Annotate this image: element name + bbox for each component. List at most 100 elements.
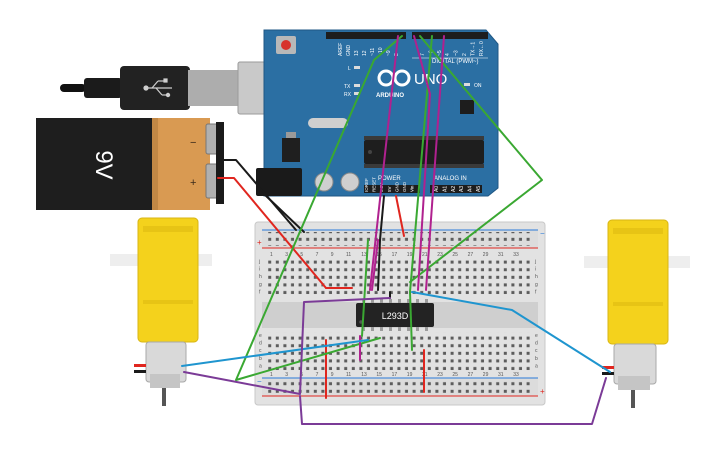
usb-cable[interactable] <box>60 61 277 115</box>
crystal <box>308 118 348 128</box>
row-letter: g <box>535 282 538 288</box>
row-letter: f <box>259 289 261 295</box>
column-number: 33 <box>513 372 519 378</box>
pin-label: ~10 <box>378 47 384 56</box>
row-letter: h <box>535 274 538 280</box>
row-letter: h <box>259 274 262 280</box>
wire-green-pin[interactable] <box>409 35 433 351</box>
power-pin-label: RESET <box>372 177 377 192</box>
wire-gnd[interactable] <box>377 195 385 291</box>
power-pin-label: Vin <box>410 185 415 192</box>
column-number: 19 <box>407 252 413 258</box>
right-gear-motor[interactable] <box>584 219 690 408</box>
wire-purple-motor-left[interactable] <box>183 297 391 395</box>
column-number: 11 <box>346 372 351 378</box>
pin-label: ~11 <box>370 48 376 56</box>
analog-pin-label: A1 <box>442 186 448 192</box>
wire-green-pin[interactable] <box>409 35 543 283</box>
column-number: 13 <box>361 252 367 258</box>
row-letter: e <box>259 333 262 339</box>
pin-label: ~5 <box>437 50 443 56</box>
column-number: 15 <box>376 372 382 378</box>
row-letter: e <box>535 333 538 339</box>
wire-green-pin[interactable] <box>235 35 403 381</box>
analog-header-label: ANALOG IN <box>434 176 467 182</box>
rail-plus-top: + <box>257 238 262 247</box>
pin-label: 13 <box>354 50 360 56</box>
pin-label: ~3 <box>454 50 460 56</box>
pin-label: 12 <box>362 50 368 56</box>
pin-label: RX←0 <box>479 41 485 56</box>
power-pin-label: GND <box>402 181 407 192</box>
column-number: 25 <box>452 252 458 258</box>
brand-label: ARDUINO <box>376 93 404 99</box>
wire-magenta-pin[interactable] <box>413 35 431 291</box>
column-number: 31 <box>498 252 504 258</box>
pin-label: 8 <box>394 53 400 56</box>
column-number: 9 <box>331 372 334 378</box>
row-letter: i <box>535 267 536 273</box>
column-number: 27 <box>468 372 474 378</box>
barrel-jack <box>256 168 302 196</box>
pin-label: TX→1 <box>470 42 476 56</box>
column-number: 1 <box>270 372 273 378</box>
wire-5v[interactable] <box>395 195 405 237</box>
power-header-label: POWER <box>378 176 401 182</box>
row-letter: a <box>259 363 262 369</box>
wire-magenta-pin[interactable] <box>425 35 445 291</box>
column-number: 29 <box>483 372 489 378</box>
column-number: 7 <box>316 252 319 258</box>
wire-magenta-pin[interactable] <box>369 35 399 291</box>
column-number: 3 <box>285 372 288 378</box>
row-letter: i <box>259 267 260 273</box>
power-pin-label: IOREF <box>364 178 369 192</box>
pin-label: 2 <box>462 53 468 56</box>
voltage-regulator <box>282 138 300 162</box>
column-number: 5 <box>300 372 303 378</box>
column-number: 17 <box>392 252 398 258</box>
wire-blue-motor-right[interactable] <box>411 291 611 373</box>
row-letter: c <box>535 348 538 354</box>
wire-battery-plus[interactable] <box>217 177 327 289</box>
analog-pin-label: A0 <box>434 186 440 192</box>
left-gear-motor[interactable] <box>110 217 212 406</box>
l293d-chip[interactable]: L293D <box>356 299 434 331</box>
9v-battery[interactable]: 9V − + <box>36 118 224 210</box>
column-number: 5 <box>300 252 303 258</box>
led-rx-label: RX <box>344 92 352 98</box>
rail-minus-top: − <box>540 229 545 238</box>
column-number: 23 <box>437 252 443 258</box>
column-number: 29 <box>483 252 489 258</box>
column-number: 13 <box>361 372 367 378</box>
on-label: ON <box>474 83 482 89</box>
row-letter: j <box>258 259 260 265</box>
row-letter: d <box>535 341 538 347</box>
wire-blue-motor-left[interactable] <box>181 339 369 367</box>
analog-pin-label: A2 <box>451 186 457 192</box>
rail-minus-bottom: − <box>257 377 262 386</box>
wire-jack-ground[interactable] <box>263 193 305 233</box>
column-number: 7 <box>316 372 319 378</box>
usb-icon <box>143 78 172 98</box>
row-letter: j <box>534 259 536 265</box>
column-number: 27 <box>468 252 474 258</box>
column-number: 11 <box>346 252 351 258</box>
digital-header-label: DIGITAL (PWM~) <box>432 59 479 65</box>
row-letter: a <box>535 363 538 369</box>
wire-purple-motor-right[interactable] <box>299 377 607 425</box>
column-number: 31 <box>498 372 504 378</box>
analog-pin-label: A5 <box>476 186 482 192</box>
battery-voltage-label: 9V <box>90 150 117 179</box>
pin-label: AREF <box>338 43 344 56</box>
column-number: 21 <box>422 252 428 258</box>
battery-minus-label: − <box>190 137 196 149</box>
wire-magenta-pin[interactable] <box>371 239 379 291</box>
power-pin-label: GND <box>394 181 399 192</box>
rail-plus-bottom: + <box>540 387 545 396</box>
wire-green-pin[interactable] <box>361 239 369 337</box>
atmega-chip <box>364 140 484 164</box>
